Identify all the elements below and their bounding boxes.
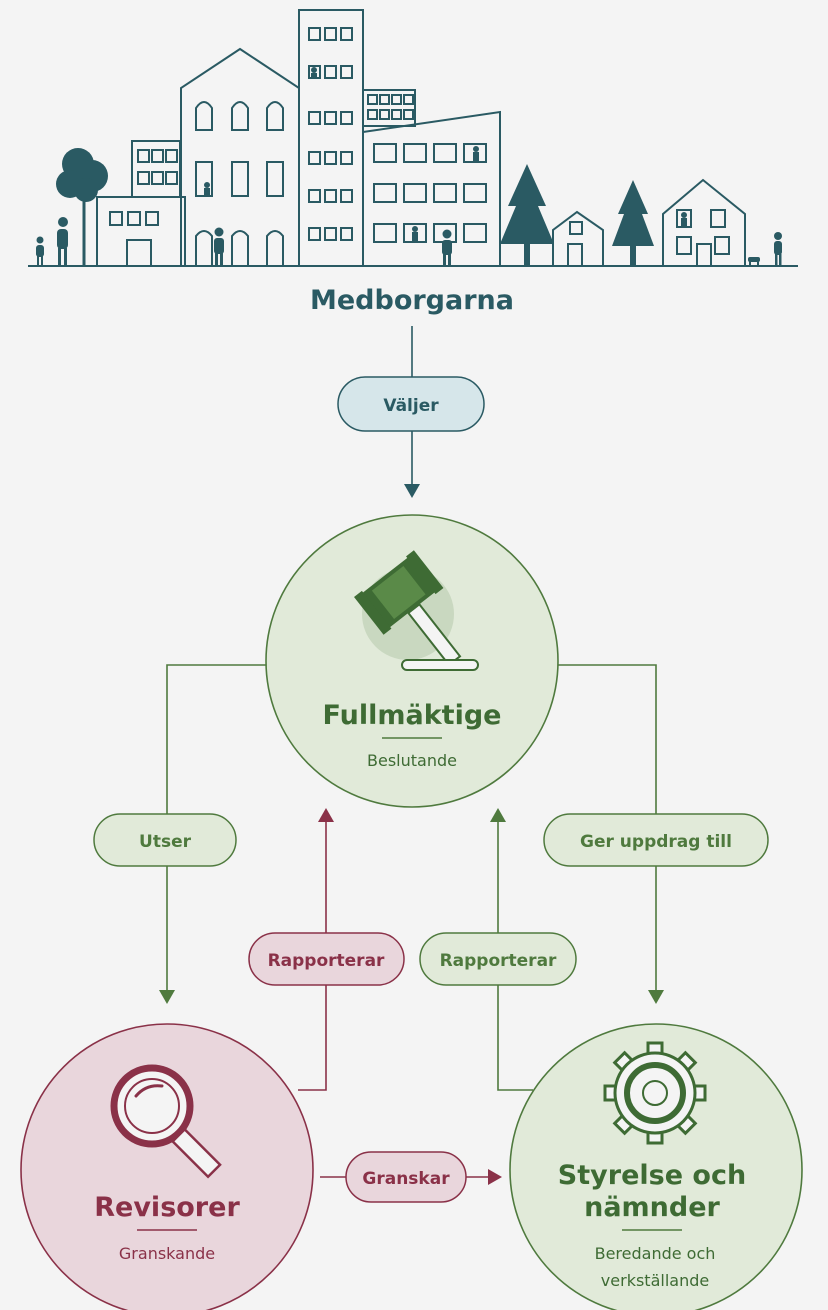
revisorer-subtitle: Granskande <box>119 1244 215 1263</box>
node-styrelse: Styrelse och nämnder Beredande och verks… <box>509 1023 803 1310</box>
edge-label-rapporterar-revisorer: Rapporterar <box>248 932 405 986</box>
valjer-label: Väljer <box>383 396 439 416</box>
node-revisorer: Revisorer Granskande <box>20 1023 314 1310</box>
edge-label-valjer: Väljer <box>337 376 485 432</box>
gear-icon <box>603 1041 707 1145</box>
fullmaktige-subtitle: Beslutande <box>367 751 457 770</box>
styrelse-title-line1: Styrelse och <box>558 1160 746 1191</box>
edge-label-utser: Utser <box>93 813 237 867</box>
ger-uppdrag-label: Ger uppdrag till <box>580 832 732 852</box>
styrelse-title-line2: nämnder <box>584 1192 720 1223</box>
granskar-label: Granskar <box>362 1169 450 1189</box>
rapporterar-styrelse-label: Rapporterar <box>440 951 557 971</box>
trees-and-people <box>36 67 782 266</box>
edge-label-rapporterar-styrelse: Rapporterar <box>419 932 577 986</box>
page-title: Medborgarna <box>310 285 514 316</box>
fullmaktige-title: Fullmäktige <box>323 700 502 731</box>
edge-label-granskar: Granskar <box>345 1151 467 1203</box>
city-illustration <box>28 9 798 267</box>
styrelse-subtitle-line2: verkställande <box>601 1271 709 1290</box>
gavel-icon <box>354 550 479 671</box>
edge-label-ger-uppdrag: Ger uppdrag till <box>543 813 769 867</box>
styrelse-subtitle-line1: Beredande och <box>595 1244 716 1263</box>
magnifier-icon <box>110 1064 222 1179</box>
revisorer-title: Revisorer <box>94 1192 240 1223</box>
utser-label: Utser <box>139 832 192 852</box>
rapporterar-revisorer-label: Rapporterar <box>268 951 385 971</box>
node-fullmaktige: Fullmäktige Beslutande <box>265 514 559 808</box>
